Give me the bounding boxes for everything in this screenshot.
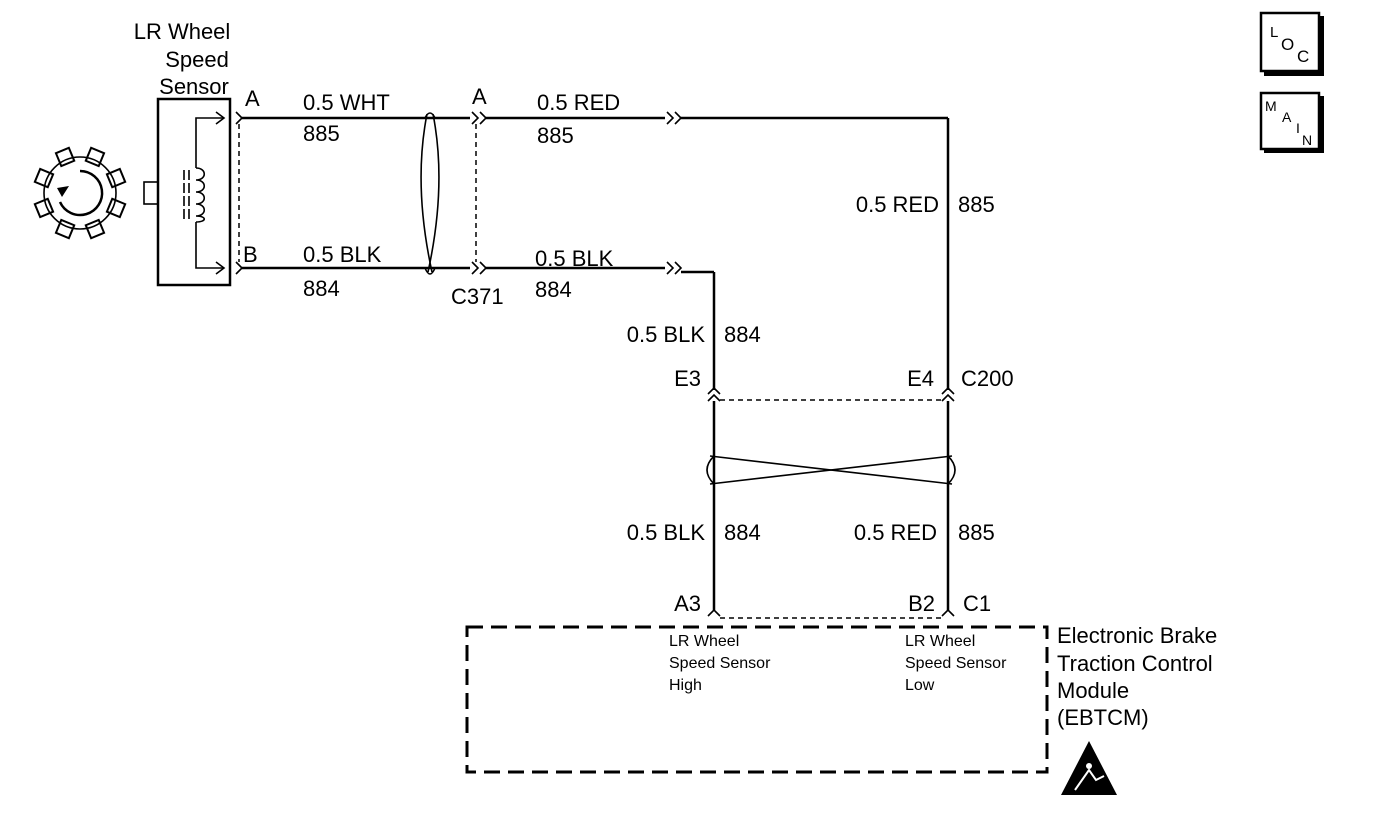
reluctor-tooth	[84, 218, 106, 240]
reluctor-tooth	[33, 167, 55, 189]
loc-letter-c: C	[1297, 47, 1309, 66]
module-name-line4: (EBTCM)	[1057, 705, 1149, 730]
c1-pin-b2: B2	[908, 591, 935, 616]
connector-c371	[471, 111, 488, 275]
reluctor-tooth	[84, 146, 106, 168]
wire-circuit-885-lower: 885	[958, 520, 995, 545]
c200-pin-e4: E4	[907, 366, 934, 391]
main-letter-a: A	[1282, 109, 1292, 125]
low-label-line3: Low	[905, 677, 935, 694]
c371-label: C371	[451, 284, 504, 309]
wheel-speed-sensor	[156, 97, 232, 287]
esd-warning-icon	[1061, 741, 1117, 795]
wire-color-red-top: 0.5 RED	[537, 90, 620, 115]
reluctor-tooth	[105, 197, 127, 219]
c371-pin-a: A	[472, 84, 487, 109]
sensor-pin-a: A	[245, 86, 260, 111]
sensor-pin-b: B	[243, 242, 258, 267]
wire-color-blk-right: 0.5 BLK	[535, 246, 614, 271]
high-label-line3: High	[669, 677, 702, 694]
wire-color-blk-vertical: 0.5 BLK	[627, 322, 706, 347]
main-letter-i: I	[1296, 120, 1300, 136]
reluctor-tooth	[105, 167, 127, 189]
reluctor-tooth	[33, 197, 55, 219]
low-label-line2: Speed Sensor	[905, 655, 1007, 672]
c1-pin-a3: A3	[674, 591, 701, 616]
wire-color-red-vertical: 0.5 RED	[856, 192, 939, 217]
twisted-pair-icon	[420, 112, 440, 275]
reluctor-tooth	[54, 146, 76, 168]
wire-color-blk-lower: 0.5 BLK	[627, 520, 706, 545]
main-button[interactable]: M A I N	[1259, 91, 1324, 153]
wire-circuit-885-vertical: 885	[958, 192, 995, 217]
module-name-line2: Traction Control	[1057, 651, 1213, 676]
twisted-pair-icon-lower	[706, 455, 956, 485]
wire-color-wht: 0.5 WHT	[303, 90, 390, 115]
loc-letter-o: O	[1281, 35, 1294, 54]
sensor-title-line2: Speed	[165, 47, 229, 72]
loc-letter-l: L	[1270, 24, 1278, 41]
sensor-title-line3: Sensor	[159, 74, 229, 99]
c1-label: C1	[963, 591, 991, 616]
wire-circuit-884-lower: 884	[724, 520, 761, 545]
reluctor-tooth	[54, 218, 76, 240]
wire-color-blk: 0.5 BLK	[303, 242, 382, 267]
reluctor-wheel-icon	[33, 146, 159, 240]
module-name-line1: Electronic Brake	[1057, 623, 1217, 648]
c200-pin-e3: E3	[674, 366, 701, 391]
connector-c1	[707, 608, 955, 619]
wire-color-red-lower: 0.5 RED	[854, 520, 937, 545]
loc-button[interactable]: L O C	[1259, 11, 1324, 76]
module-name-line3: Module	[1057, 678, 1129, 703]
wire-circuit-885-top: 885	[537, 123, 574, 148]
low-label-line1: LR Wheel	[905, 633, 975, 650]
wire-circuit-884: 884	[303, 276, 340, 301]
main-letter-n: N	[1302, 132, 1312, 148]
high-label-line2: Speed Sensor	[669, 655, 771, 672]
c200-label: C200	[961, 366, 1014, 391]
connector-c200	[707, 386, 955, 402]
high-label-line1: LR Wheel	[669, 633, 739, 650]
ebtcm-module-box	[465, 625, 1049, 774]
wire-circuit-884-vertical: 884	[724, 322, 761, 347]
wire-circuit-885: 885	[303, 121, 340, 146]
main-letter-m: M	[1265, 98, 1277, 114]
sensor-title-line1: LR Wheel	[134, 19, 231, 44]
wire-circuit-884-right: 884	[535, 277, 572, 302]
